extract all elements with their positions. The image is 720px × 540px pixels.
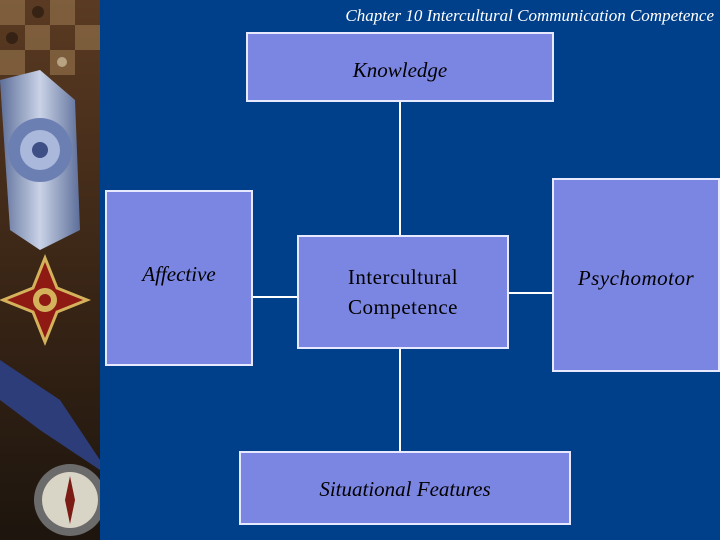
node-center-label-line1: Intercultural: [347, 265, 459, 289]
node-affective: Affective: [105, 190, 253, 366]
node-situational-features: Situational Features: [239, 451, 571, 525]
node-knowledge-label: Knowledge: [352, 58, 448, 82]
node-intercultural-competence: Intercultural Competence: [297, 235, 509, 349]
node-situational-label: Situational Features: [319, 477, 491, 501]
node-psychomotor-label: Psychomotor: [577, 266, 695, 290]
node-psychomotor: Psychomotor: [552, 178, 720, 372]
node-knowledge: Knowledge: [246, 32, 554, 102]
medal-collage-image: [0, 0, 100, 540]
connector-affective-center: [252, 296, 298, 298]
slide-title: Chapter 10 Intercultural Communication C…: [345, 6, 714, 25]
node-affective-label: Affective: [142, 261, 216, 286]
decorative-medal-photo: [0, 0, 100, 540]
connector-center-situational: [399, 348, 401, 452]
node-center-label-line2: Competence: [348, 295, 458, 319]
connector-knowledge-center: [399, 100, 401, 236]
connector-center-psychomotor: [508, 292, 552, 294]
